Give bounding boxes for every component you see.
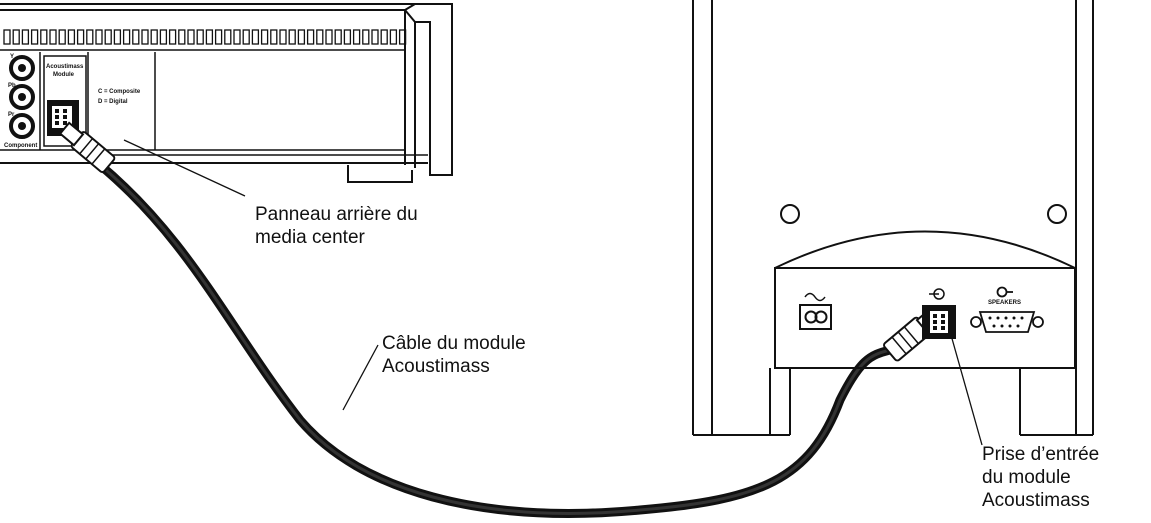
acoustimass-module-port: Acoustimass Module C = Composite D = Dig… [43, 55, 141, 147]
pb-jack [9, 84, 35, 110]
vent-slot [279, 29, 287, 45]
module-input-jack [922, 288, 956, 339]
vent-slot [3, 29, 11, 45]
composite-legend: C = Composite [98, 89, 141, 95]
vent-slot [67, 29, 76, 45]
vent-slot [49, 29, 57, 45]
leader-cable [342, 344, 379, 411]
callout-rear-panel-line1: Panneau arrière du [255, 204, 418, 225]
callout-cable-line2: Acoustimass [382, 356, 490, 377]
vent-slot [40, 29, 48, 45]
pr-jack [9, 113, 35, 139]
y-label: Y [10, 54, 14, 60]
vent-slot [270, 29, 278, 45]
component-video-jacks: Y Pb Pr Component [4, 54, 37, 149]
callout-rear-panel-line2: media center [255, 227, 365, 248]
vent-slot [168, 29, 177, 45]
vent-slot [12, 29, 20, 45]
vent-slot [196, 29, 204, 45]
vent-slot [178, 29, 186, 45]
vent-slot [76, 29, 85, 45]
vent-slot [214, 29, 223, 45]
vent-slot [113, 29, 122, 45]
vent-slot [389, 29, 398, 45]
vent-slot [352, 29, 361, 45]
power-inlet [799, 292, 832, 330]
vent-slot [58, 29, 66, 45]
speakers-connector: SPEAKERS [970, 286, 1044, 333]
callout-input-jack: Prise d’entrée du module Acoustimass [982, 443, 1099, 512]
acoustimass-module [692, 0, 1094, 436]
vent-slot [132, 29, 140, 45]
vent-slot [316, 29, 324, 45]
leader-lines [123, 139, 983, 446]
vent-slot [122, 29, 131, 45]
speakers-label: SPEAKERS [988, 300, 1021, 306]
vent-slot [380, 29, 388, 45]
vent-slots [3, 29, 407, 45]
vent-slot [159, 29, 168, 45]
mounting-hole-right [1047, 204, 1067, 224]
vent-slot [30, 29, 39, 45]
vent-slot [260, 29, 269, 45]
vent-slot [104, 29, 112, 45]
vent-slot [21, 29, 30, 45]
vent-slot [233, 29, 241, 45]
callout-cable-line1: Câble du module [382, 333, 526, 354]
callout-rear-panel: Panneau arrière du media center [255, 203, 418, 249]
acoustimass-port-label-2: Module [53, 72, 75, 78]
vent-slot [205, 29, 214, 45]
vent-slot [224, 29, 232, 45]
vent-slot [141, 29, 149, 45]
callout-input-jack-line2: du module [982, 467, 1071, 488]
vent-slot [288, 29, 296, 45]
callout-input-jack-line1: Prise d’entrée [982, 444, 1100, 465]
y-jack [9, 55, 35, 81]
callout-cable: Câble du module Acoustimass [382, 332, 526, 378]
leader-input-jack [950, 334, 983, 446]
mounting-hole-left [780, 204, 800, 224]
vent-slot [306, 29, 315, 45]
vent-slot [150, 29, 158, 45]
vent-slot [251, 29, 260, 45]
vent-slot [334, 29, 342, 45]
pb-label: Pb [8, 83, 16, 89]
acoustimass-port-label-1: Acoustimass [46, 64, 84, 70]
vent-slot [187, 29, 195, 45]
vent-slot [398, 29, 407, 45]
vent-slot [242, 29, 250, 45]
pr-label: Pr [8, 112, 15, 118]
vent-slot [371, 29, 379, 45]
vent-slot [343, 29, 352, 45]
vent-slot [362, 29, 370, 45]
component-label: Component [4, 143, 37, 149]
callout-input-jack-line3: Acoustimass [982, 490, 1090, 511]
digital-legend: D = Digital [98, 99, 128, 105]
vent-slot [325, 29, 333, 45]
leader-rear-panel [123, 139, 246, 197]
vent-slot [86, 29, 94, 45]
vent-slot [297, 29, 306, 45]
cable-plug-left [58, 121, 116, 173]
vent-slot [95, 29, 103, 45]
